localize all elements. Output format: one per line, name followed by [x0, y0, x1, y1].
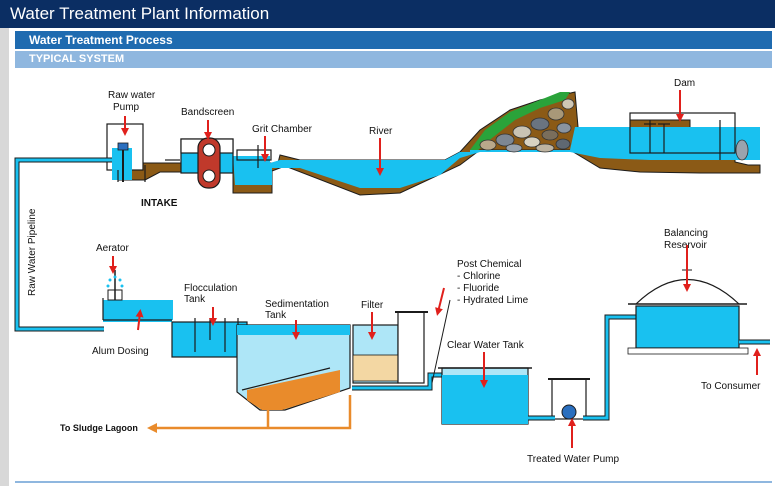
- filter: [352, 311, 428, 384]
- river-bank: [470, 92, 570, 150]
- bottom-divider: [15, 481, 772, 483]
- river-water: [233, 127, 760, 188]
- pointer-arrows: [109, 90, 761, 448]
- page-title: Water Treatment Plant Information: [0, 0, 775, 28]
- grit-chamber: [236, 145, 272, 168]
- label-raw-water-pump-1: Raw water: [108, 90, 156, 101]
- label-post-chemical-fluoride: - Fluoride: [457, 283, 500, 294]
- label-grit-chamber: Grit Chamber: [252, 124, 313, 135]
- intake-walls: [117, 159, 180, 182]
- dam-structure: [629, 112, 736, 160]
- label-raw-water-pump-2: Pump: [113, 102, 140, 113]
- label-flocculation-tank-2: Tank: [184, 294, 206, 305]
- label-treated-water-pump: Treated Water Pump: [527, 454, 620, 465]
- post-chemical-line: [431, 299, 451, 384]
- label-intake: INTAKE: [141, 198, 178, 209]
- label-post-chemical-chlorine: - Chlorine: [457, 271, 501, 282]
- flocculation-tank: [171, 318, 248, 358]
- subsection-header: TYPICAL SYSTEM: [15, 51, 772, 68]
- label-balancing-reservoir-2: Reservoir: [664, 240, 707, 251]
- label-clear-water-tank: Clear Water Tank: [447, 340, 525, 351]
- label-post-chemical-lime: - Hydrated Lime: [457, 295, 529, 306]
- label-dam: Dam: [674, 78, 695, 89]
- label-sedimentation-tank-1: Sedimentation: [265, 299, 329, 310]
- balancing-reservoir: [627, 269, 749, 355]
- left-divider: [0, 28, 9, 486]
- label-post-chemical: Post Chemical: [457, 259, 521, 270]
- rocks: [479, 98, 749, 161]
- label-to-consumer: To Consumer: [701, 381, 761, 392]
- label-bandscreen: Bandscreen: [181, 107, 234, 118]
- bandscreen: [180, 137, 234, 189]
- clear-water-tank: [438, 367, 532, 425]
- label-aerator: Aerator: [96, 243, 129, 254]
- section-header: Water Treatment Process: [15, 31, 772, 49]
- raw-water-pump-house: [106, 123, 144, 182]
- label-alum-dosing: Alum Dosing: [92, 346, 149, 357]
- label-to-sludge-lagoon: To Sludge Lagoon: [60, 423, 138, 433]
- label-balancing-reservoir-1: Balancing: [664, 228, 708, 239]
- treated-water-pump: [548, 378, 590, 420]
- river-section: [106, 91, 761, 196]
- aerator: [102, 270, 173, 322]
- label-flocculation-tank-1: Flocculation: [184, 283, 237, 294]
- label-filter: Filter: [361, 300, 384, 311]
- sludge-line: [152, 395, 352, 428]
- sedimentation-tank: [236, 324, 351, 411]
- label-sedimentation-tank-2: Tank: [265, 310, 287, 321]
- label-raw-water-pipeline: Raw Water Pipeline: [27, 208, 38, 296]
- label-river: River: [369, 126, 393, 137]
